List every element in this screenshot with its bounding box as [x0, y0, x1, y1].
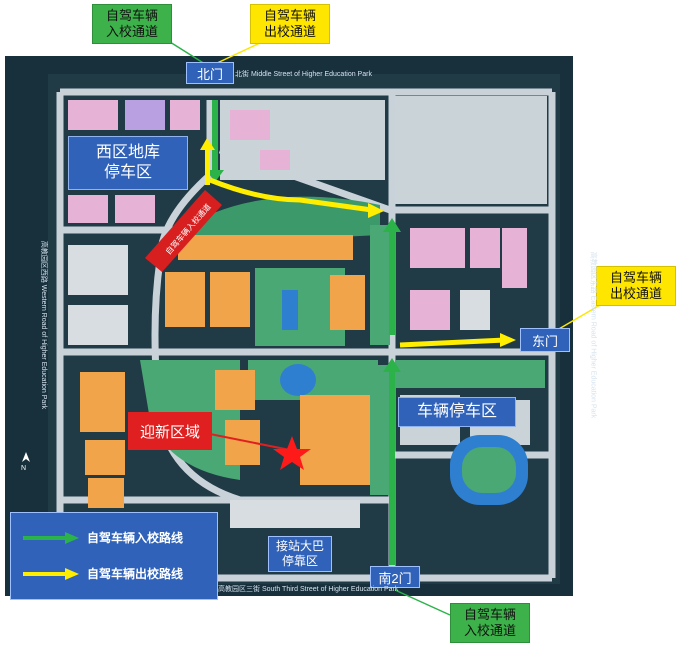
- legend-exit-label: 自驾车辆出校路线: [87, 567, 184, 581]
- legend-exit-row: 自驾车辆出校路线: [23, 565, 183, 582]
- legend-entry-label: 自驾车辆入校路线: [87, 531, 184, 545]
- east-road-label: 高教园区东路 Eastern Road of Higher Education …: [589, 251, 597, 419]
- buildings-west: [68, 100, 290, 345]
- west-garage-label: 西区地库 停车区: [68, 136, 188, 190]
- south2-gate-label: 南2门: [370, 566, 420, 588]
- yellow-arrow-icon: [23, 567, 79, 580]
- legend-entry-row: 自驾车辆入校路线: [23, 529, 183, 546]
- entry-route-arrows: [206, 100, 401, 565]
- welcome-area-label: 迎新区域: [128, 412, 212, 450]
- east-gate-label: 东门: [520, 328, 570, 352]
- north-gate-label: 北门: [186, 62, 234, 84]
- north-road-label: 北街 Middle Street of Higher Education Par…: [235, 71, 372, 78]
- green-arrow-icon: [23, 531, 79, 544]
- north-entry-callout: 自驾车辆 入校通道: [92, 4, 172, 44]
- callout-connectors: [169, 41, 451, 616]
- stadium: [450, 435, 528, 505]
- pool: [282, 290, 298, 330]
- diagonal-entry-road: [145, 190, 222, 272]
- pond: [280, 364, 316, 396]
- bus-parking-label: 接站大巴 停靠区: [268, 536, 332, 572]
- south-entry-callout: 自驾车辆 入校通道: [450, 603, 530, 643]
- svg-text:N: N: [21, 465, 26, 472]
- west-road-label: 高教园区西路 Western Road of Higher Education …: [40, 240, 48, 410]
- south-road-label: 高教园区三街 South Third Street of Higher Educ…: [218, 586, 399, 593]
- east-exit-callout: 自驾车辆 出校通道: [596, 266, 676, 306]
- buildings-academic: [80, 235, 370, 508]
- vehicle-parking-label: 车辆停车区: [398, 397, 516, 427]
- exit-route-arrows: [200, 138, 516, 348]
- welcome-connector: [204, 432, 291, 451]
- welcome-star-icon: [273, 436, 311, 470]
- north-exit-callout: 自驾车辆 出校通道: [250, 4, 330, 44]
- compass-icon: N: [21, 452, 30, 472]
- route-legend: 自驾车辆入校路线 自驾车辆出校路线: [10, 512, 218, 600]
- green-areas: [140, 96, 547, 495]
